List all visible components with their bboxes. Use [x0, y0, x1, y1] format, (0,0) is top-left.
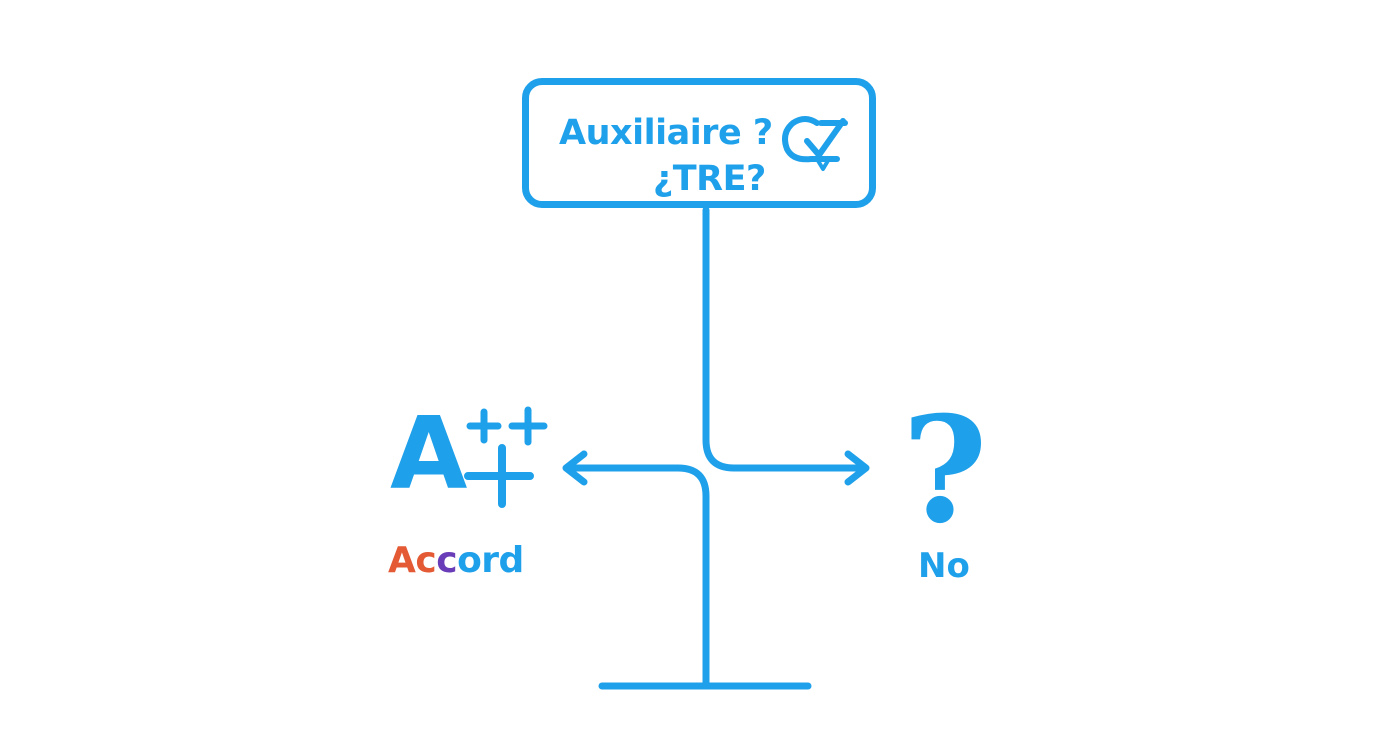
stem-to-accord-arrow: [568, 464, 710, 688]
accord-label: Accord: [388, 540, 524, 581]
accord-label-part-2: c: [415, 540, 437, 581]
question-line-2: ¿TRE?: [653, 159, 766, 199]
question-mark-icon: ?: [902, 385, 988, 556]
stem-to-no-arrow: [702, 206, 866, 472]
accord-label-part-1: A: [388, 540, 416, 581]
a-letter: A: [390, 395, 468, 512]
no-label: No: [918, 546, 970, 586]
plus-signs-icon: [464, 406, 548, 508]
question-box: Auxiliaire ? ¿TRE?: [522, 78, 876, 208]
check-badge-icon: [782, 116, 848, 171]
question-line-1: Auxiliaire ?: [559, 113, 773, 153]
a-plus-plus-icon: A: [390, 400, 560, 530]
accord-label-part-4: ord: [457, 540, 524, 581]
accord-label-part-3: c: [436, 540, 458, 581]
accord-arrowhead: [562, 450, 588, 486]
no-arrowhead: [844, 450, 870, 486]
